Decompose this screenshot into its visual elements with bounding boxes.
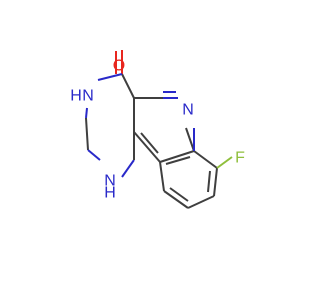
bond-c9-c10 xyxy=(85,117,89,151)
bond-c10a-c10b xyxy=(133,131,161,163)
bond-c2-c3-inner xyxy=(207,170,211,193)
molecule-canvas: O N H N H N F xyxy=(70,50,246,209)
bond-c9a-c9b xyxy=(159,161,165,192)
amide-nitrogen-label: N xyxy=(82,88,94,105)
bond-c9b-c1 xyxy=(163,190,189,209)
amide-hydrogen-label: H xyxy=(70,88,82,105)
bond-c6a-c7 xyxy=(121,73,135,99)
bond-c10a-c10b-inner xyxy=(140,132,159,154)
fluorine-label: F xyxy=(235,150,245,167)
bond-n11-c10b xyxy=(121,159,135,178)
bond-n8-c9 xyxy=(85,107,88,119)
bond-c4a-n5 xyxy=(185,127,195,152)
bond-c10-n11 xyxy=(87,149,101,161)
bond-c4-c4a xyxy=(159,150,195,163)
amine-nitrogen-label: N xyxy=(104,173,116,190)
pyridine-nitrogen-label: N xyxy=(182,102,194,119)
bond-c3-f xyxy=(216,156,233,169)
bond-c1-c2 xyxy=(187,195,215,209)
bond-c7-n8 xyxy=(97,73,123,81)
bond-c9b-c1-inner xyxy=(169,187,189,202)
molecule-structure: O N H N H N F xyxy=(70,50,245,209)
amine-hydrogen-label: H xyxy=(104,185,116,202)
oxygen-label: O xyxy=(113,58,125,75)
bond-c3-c4 xyxy=(193,150,218,169)
bond-c4-c4a-inner xyxy=(165,156,191,165)
bond-c2-c3 xyxy=(213,167,218,197)
